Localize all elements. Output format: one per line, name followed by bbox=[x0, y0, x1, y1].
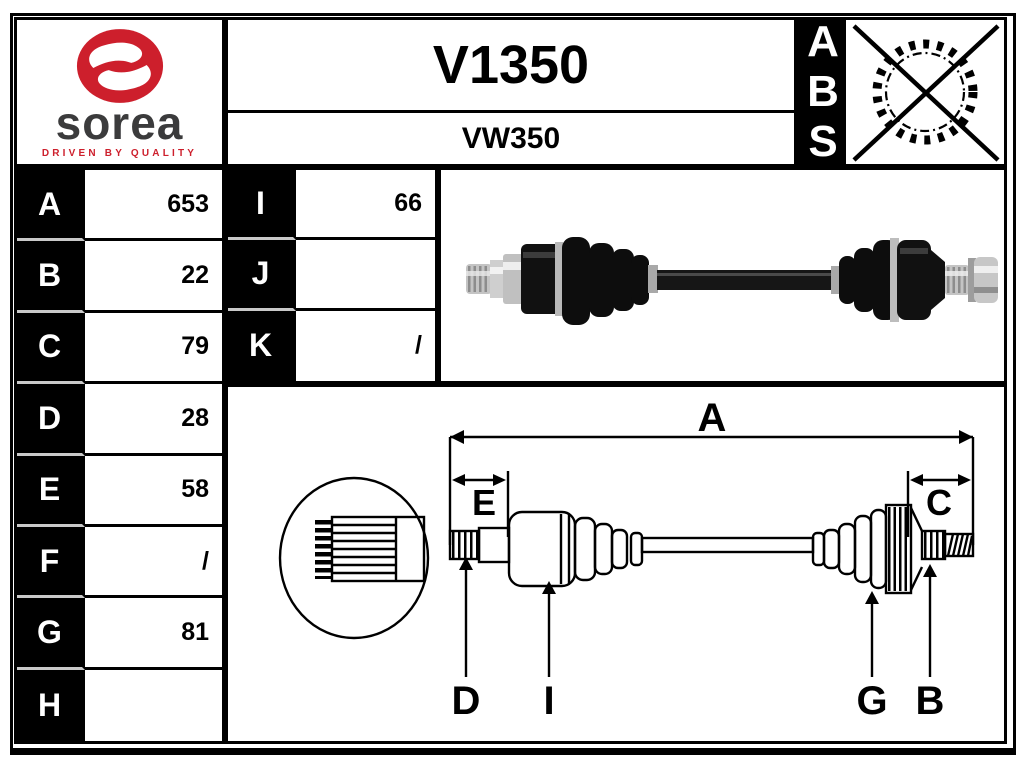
dim-value: 653 bbox=[85, 170, 222, 242]
dim-label: C bbox=[17, 312, 85, 385]
diagram-label-g: G bbox=[856, 679, 887, 723]
abs-letter-s: S bbox=[808, 117, 838, 167]
dim-label: E bbox=[17, 455, 85, 527]
table-row: H bbox=[17, 669, 222, 741]
diagram-label-c: C bbox=[926, 482, 952, 523]
dim-value: / bbox=[85, 526, 222, 599]
diagram-label-e: E bbox=[472, 482, 496, 523]
diagram-label-i: I bbox=[543, 679, 554, 723]
dim-label: D bbox=[17, 384, 85, 456]
driveshaft-diagram: A E C D I G B bbox=[278, 396, 975, 723]
dim-value: 81 bbox=[85, 598, 222, 670]
diagram-label-b: B bbox=[916, 679, 945, 723]
brand-name: sorea bbox=[55, 97, 184, 150]
dim-label: H bbox=[17, 669, 85, 741]
product-photo-cell bbox=[438, 167, 1007, 384]
driveshaft-photo bbox=[466, 237, 998, 325]
dim-value: 79 bbox=[85, 312, 222, 385]
crossed-gear-icon bbox=[852, 24, 1000, 162]
abs-letters: A B S bbox=[800, 20, 846, 164]
dim-value: / bbox=[296, 310, 435, 381]
dim-label: K bbox=[228, 310, 296, 381]
brand-logo: sorea DRIVEN BY QUALITY bbox=[14, 17, 225, 167]
technical-drawing-cell: A E C D I G B bbox=[225, 384, 1007, 744]
dim-label: J bbox=[228, 240, 296, 311]
diagram-label-overall: A bbox=[698, 396, 727, 440]
table-row: J bbox=[228, 240, 435, 311]
dim-value bbox=[85, 669, 222, 741]
dim-value bbox=[296, 240, 435, 311]
page-frame bbox=[10, 13, 1016, 755]
brand-tagline: DRIVEN BY QUALITY bbox=[41, 147, 198, 159]
dim-label: F bbox=[17, 526, 85, 599]
table-row: F/ bbox=[17, 526, 222, 599]
dim-value: 58 bbox=[85, 455, 222, 527]
part-oe-code: VW350 bbox=[461, 121, 561, 155]
dim-label: G bbox=[17, 598, 85, 670]
part-reference: V1350 bbox=[228, 20, 794, 113]
dim-value: 28 bbox=[85, 384, 222, 456]
abs-indicator: A B S bbox=[797, 17, 1007, 167]
dim-label: I bbox=[228, 170, 296, 241]
sorea-logo-icon bbox=[76, 29, 163, 104]
abs-letter-b: B bbox=[807, 67, 839, 117]
abs-letter-a: A bbox=[807, 17, 839, 66]
dim-value: 66 bbox=[296, 170, 435, 241]
dim-label: A bbox=[17, 170, 85, 242]
diagram-label-d: D bbox=[452, 679, 481, 723]
dim-label: B bbox=[17, 241, 85, 313]
dim-value: 22 bbox=[85, 241, 222, 313]
abs-gear-cell bbox=[846, 20, 1004, 164]
table-row: K/ bbox=[228, 310, 435, 381]
part-header: V1350 VW350 bbox=[225, 17, 797, 167]
